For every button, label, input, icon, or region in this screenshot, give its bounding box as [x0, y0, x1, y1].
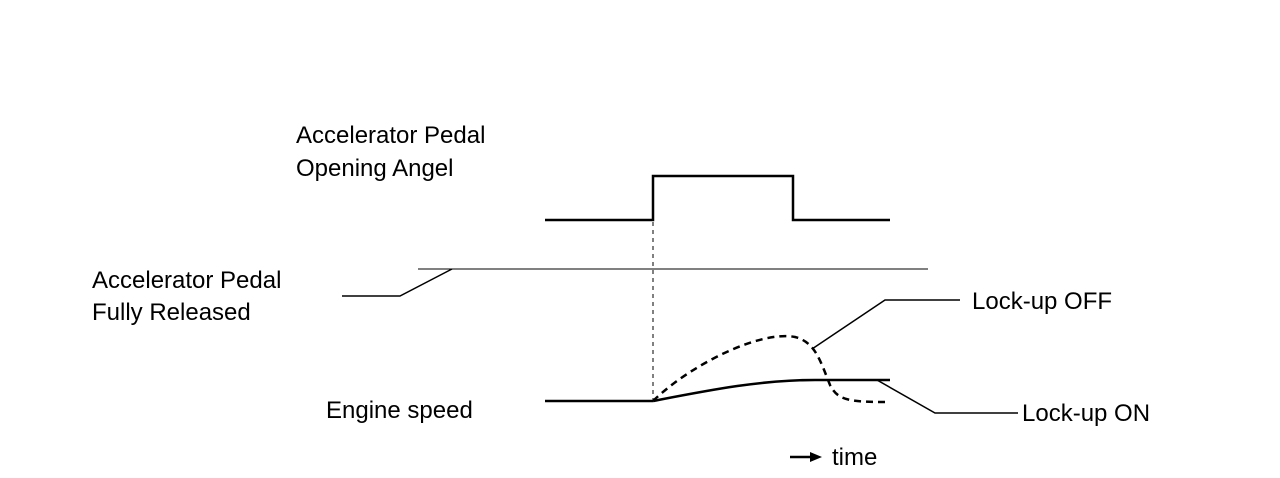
pedal-angle-pulse — [545, 174, 890, 222]
lockup-on-curve — [652, 378, 890, 403]
released-leader-line — [342, 268, 453, 297]
lockup-on-leader — [876, 379, 1018, 414]
pedal-angle-label-line1: Accelerator Pedal — [296, 122, 485, 149]
time-arrow-icon — [810, 452, 822, 462]
released-label-line1: Accelerator Pedal — [92, 267, 281, 294]
pedal-angle-label-line2: Opening Angel — [296, 155, 453, 182]
engine-speed-label: Engine speed — [326, 397, 473, 424]
time-label: time — [832, 444, 877, 471]
released-label-line2: Fully Released — [92, 299, 251, 326]
lockup-on-label: Lock-up ON — [1022, 400, 1150, 427]
lockup-off-curve — [652, 334, 891, 404]
lockup-off-label: Lock-up OFF — [972, 288, 1112, 315]
lockup-off-leader — [811, 299, 960, 350]
